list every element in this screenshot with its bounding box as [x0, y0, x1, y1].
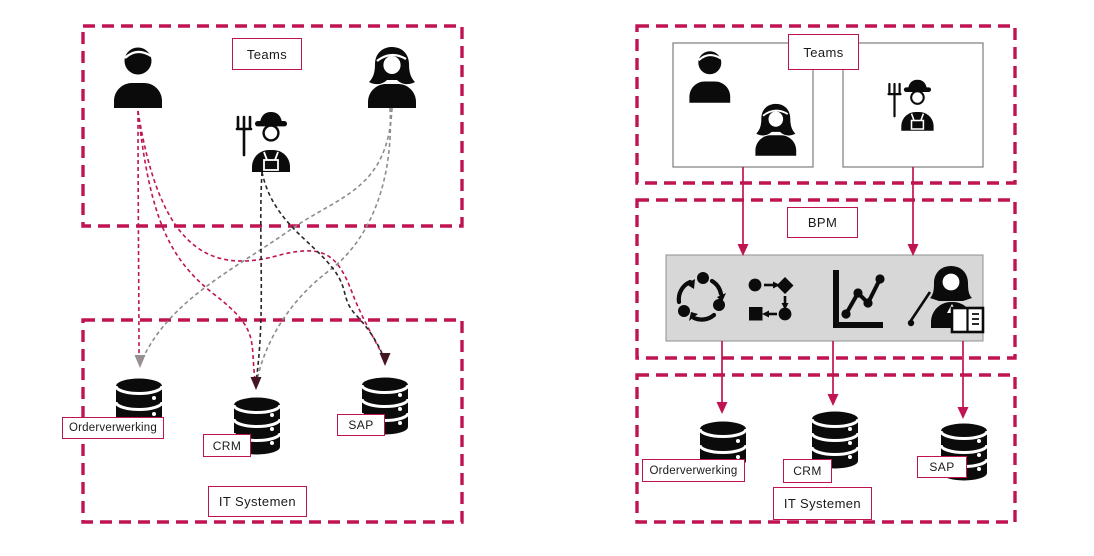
connection-farmer-crm: [255, 171, 263, 383]
right-sap-label: SAP: [917, 456, 967, 478]
left-crm-label: CRM: [203, 434, 251, 457]
right-it-systems-boundary-box: [635, 373, 1017, 524]
workflow-icon: [748, 277, 794, 321]
right-teams-boundary-box: [635, 24, 1017, 185]
process-cycle-icon: [676, 272, 726, 322]
left-teams-label: Teams: [232, 38, 302, 70]
left-it-systems-label: IT Systemen: [208, 486, 307, 517]
left-orderverwerking-label: Orderverwerking: [62, 417, 164, 439]
team-group-box-field: [842, 42, 984, 168]
connection-man-crm: [137, 110, 256, 381]
connection-man-orderverwerking: [137, 110, 140, 359]
connection-woman-orderverwerking: [141, 107, 393, 361]
right-arrowheads: [716, 244, 969, 419]
man-icon: [112, 46, 164, 110]
right-teams-label: Teams: [788, 34, 859, 70]
left-it-systems-boundary-box: [81, 318, 464, 524]
connection-farmer-sap: [261, 171, 385, 359]
right-bpm-label: BPM: [787, 207, 858, 238]
left-sap-label: SAP: [337, 414, 385, 436]
line-chart-icon: [833, 270, 885, 328]
connection-woman-crm: [256, 107, 392, 381]
left-teams-boundary-box: [81, 24, 464, 228]
right-orderverwerking-label: Orderverwerking: [642, 459, 745, 482]
farmer-icon: [235, 110, 292, 174]
trainer-icon: [907, 266, 985, 334]
arrowhead-crm: [250, 377, 262, 390]
left-spaghetti-connections: [137, 107, 393, 383]
arrowhead-orderverwerking: [134, 355, 146, 368]
right-bpm-boundary-box: [635, 198, 1017, 360]
woman-icon: [366, 45, 418, 110]
right-it-systems-label: IT Systemen: [773, 487, 872, 520]
connection-man-sap: [137, 110, 385, 359]
arrowhead-sap: [379, 353, 391, 366]
right-connections: [721, 167, 964, 408]
right-crm-label: CRM: [783, 459, 832, 483]
